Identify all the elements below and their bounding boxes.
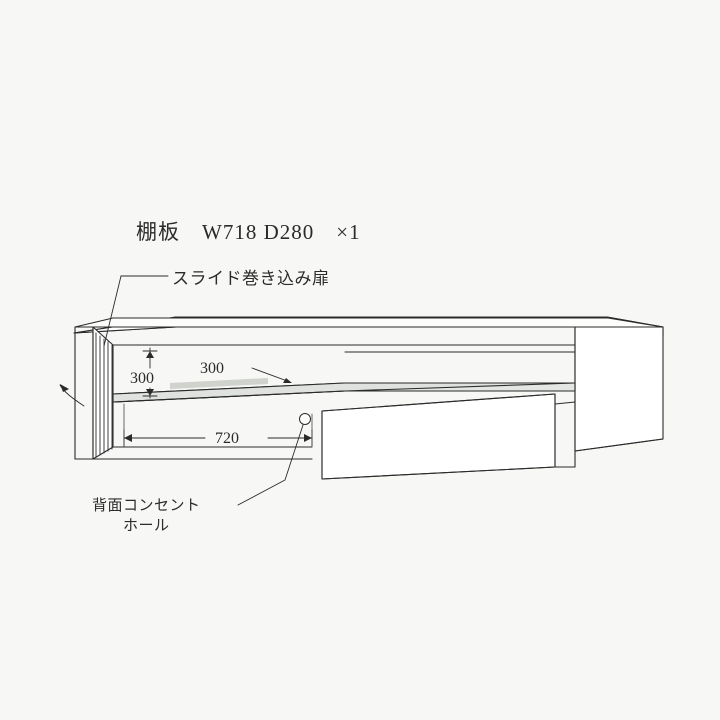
right-side-bottom <box>574 438 664 452</box>
leader-depth-300 <box>251 367 291 383</box>
page-title: 棚板 W718 D280 ×1 <box>136 220 361 244</box>
dimension-label-height-300: 300 <box>130 370 154 387</box>
label-outlet-hole-line2: ホール <box>123 518 170 535</box>
leader-outlet-hole <box>237 424 304 506</box>
drawer-top-edge <box>321 393 556 412</box>
shelf-inner-strip <box>170 378 268 389</box>
shelf-front-edge <box>112 390 576 403</box>
dimension-extension-lines <box>123 403 313 431</box>
slide-direction-arrowhead <box>60 384 69 392</box>
drawer-bottom-edge <box>321 466 556 480</box>
label-outlet-hole: 背面コンセント ホール <box>92 496 201 537</box>
drawer-front <box>321 393 556 480</box>
dimension-width-720 <box>123 429 313 447</box>
drawer-inner-line <box>554 401 576 405</box>
slide-door-slats <box>95 332 113 458</box>
leader-slide-door <box>103 275 169 347</box>
label-slide-door: スライド巻き込み扉 <box>172 269 330 288</box>
right-side-panel <box>574 326 664 452</box>
dimension-label-depth-300: 300 <box>200 360 224 377</box>
leader-depth-300-arrowhead <box>283 378 292 383</box>
dimension-label-width-720: 720 <box>215 430 239 447</box>
label-outlet-hole-line1: 背面コンセント <box>92 498 201 514</box>
outlet-hole-circle <box>299 413 311 425</box>
top-surface-outline <box>74 317 664 328</box>
dimension-height-300 <box>142 347 158 399</box>
